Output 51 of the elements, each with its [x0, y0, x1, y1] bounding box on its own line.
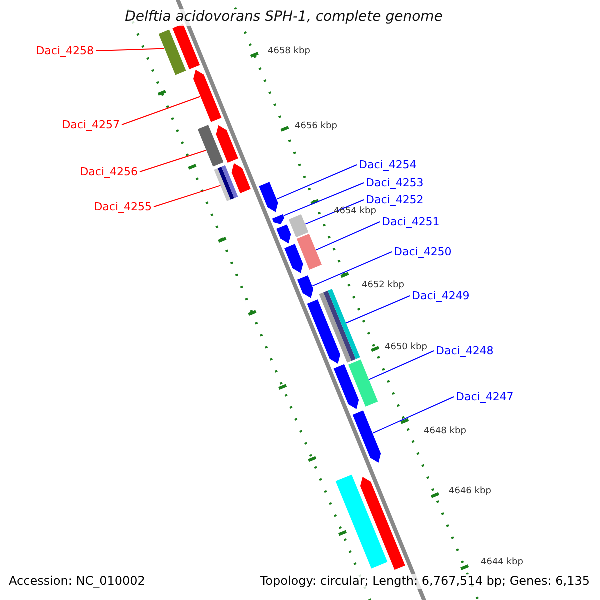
gene-label: Daci_4256: [80, 166, 138, 178]
scale-label: 4644 kbp: [481, 558, 524, 568]
accession-text: Accession: NC_010002: [8, 574, 146, 589]
gene-bar: [348, 359, 379, 408]
gene-bar: [288, 214, 310, 238]
leader-line: [372, 396, 454, 434]
gene-bar: [306, 298, 342, 365]
gene-label: Daci_4253: [366, 176, 424, 190]
gene-bar: [360, 476, 406, 571]
leader-line: [154, 185, 222, 208]
gene-label: Daci_4258: [36, 44, 94, 58]
scale-label: 4652 kbp: [362, 280, 404, 292]
gene-label: Daci_4254: [359, 158, 417, 172]
gene-bar: [284, 243, 304, 274]
gene-label: Daci_4251: [382, 216, 440, 228]
gene-bar: [319, 289, 360, 363]
leader-line: [96, 48, 165, 52]
gene-bar: [296, 274, 314, 300]
leader-line: [316, 222, 380, 251]
gene-bar: [231, 162, 252, 194]
gene-label: Daci_4247: [456, 390, 514, 404]
gene-bar: [216, 124, 240, 164]
leader-line: [276, 164, 358, 200]
scale-label: 4650 kbp: [385, 342, 428, 354]
gene-label: Daci_4249: [412, 290, 470, 302]
gene-bar: [272, 214, 286, 226]
gene-bar: [258, 181, 279, 214]
leader-line: [368, 350, 434, 380]
gene-bar: [192, 69, 222, 124]
scale-label: 4658 kbp: [268, 46, 310, 58]
gene-label: Daci_4248: [436, 344, 494, 358]
gene-label: Daci_4255: [94, 200, 152, 214]
scale-label: 4648 kbp: [424, 426, 466, 438]
leader-line: [283, 182, 364, 216]
gene-label: Daci_4250: [394, 246, 452, 258]
gene-bar: [172, 23, 201, 70]
leader-line: [122, 96, 201, 126]
gene-label: Daci_4252: [366, 194, 424, 206]
scale-label: 4646 kbp: [449, 486, 492, 498]
gene-bar: [214, 165, 238, 202]
scale-label: 4656 kbp: [295, 122, 338, 132]
scale-label: 4654 kbp: [334, 206, 376, 218]
gene-label: Daci_4257: [62, 118, 120, 132]
gene-bar: [333, 364, 360, 410]
title: Delftia acidovorans SPH-1, complete genome: [123, 9, 445, 26]
leader-line: [312, 252, 392, 287]
leader-line: [140, 150, 207, 172]
gene-bar: [352, 410, 382, 464]
genome-info-text: Topology: circular; Length: 6,767,514 bp; Genes: 6,135: [259, 574, 591, 589]
leader-line: [346, 296, 410, 324]
leader-line: [305, 200, 364, 225]
